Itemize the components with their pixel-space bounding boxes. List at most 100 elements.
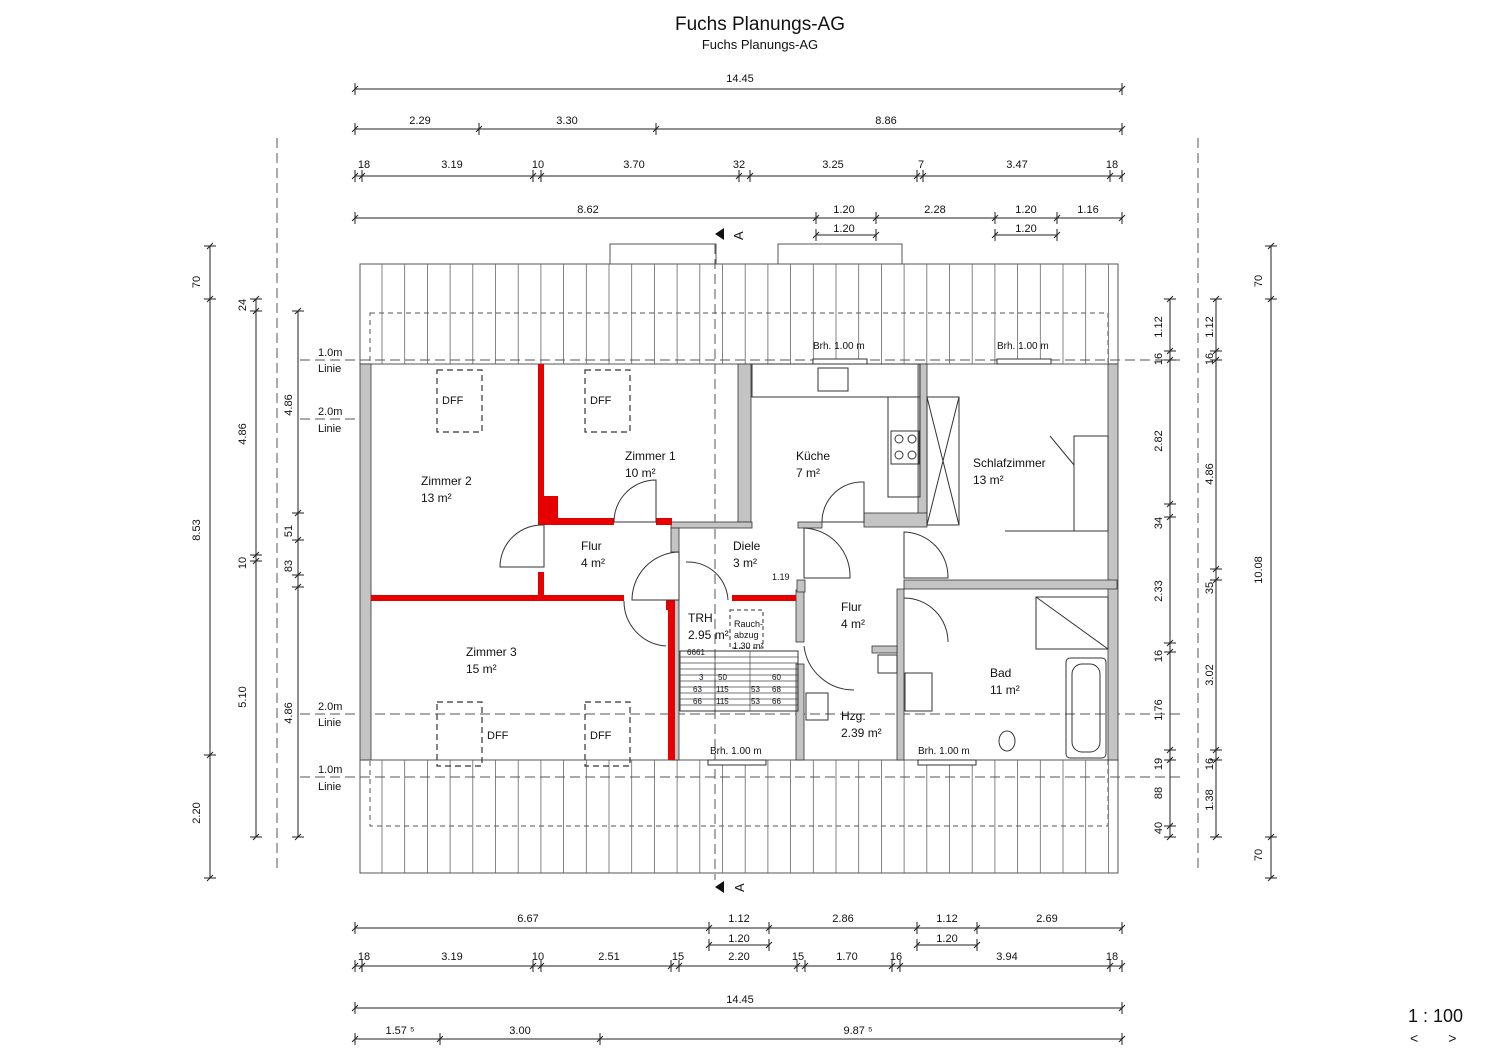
height-line-label: Linie: [318, 781, 341, 793]
room-name: Flur: [841, 600, 862, 614]
dimension-label: 8.53: [191, 519, 203, 540]
dimension-label: 14.45: [726, 994, 754, 1006]
dimension-label: 1.20: [833, 223, 854, 235]
svg-text:1.30 m²: 1.30 m²: [733, 641, 764, 651]
room-name: Küche: [796, 449, 830, 463]
stair-steps: [680, 651, 798, 711]
dimension-label: 2.20: [191, 802, 203, 823]
svg-text:Rauch-: Rauch-: [734, 619, 763, 629]
room-name: TRH: [688, 611, 713, 625]
dimension-label: 4.86: [283, 394, 295, 415]
room-name: Diele: [733, 539, 761, 553]
stair-number: 53: [751, 697, 760, 706]
door-icon: [685, 561, 729, 601]
dimension-label: 2.28: [924, 204, 945, 216]
next-button[interactable]: >: [1448, 1030, 1487, 1046]
stair-number: 66: [693, 697, 702, 706]
stair-number: 115: [716, 685, 729, 694]
sill-height-label: Brh. 1.00 m: [997, 341, 1049, 352]
dimension-label: 2.69: [1036, 913, 1057, 925]
height-line-label: Linie: [318, 363, 341, 375]
dimension-label: 70: [191, 276, 203, 288]
door-icon: [821, 481, 865, 523]
dimension-label: 8.86: [875, 115, 896, 127]
bed-icon: [1073, 435, 1109, 532]
stair-number: 68: [772, 685, 781, 694]
page-nav[interactable]: <>: [1410, 1030, 1486, 1046]
dimension-label: 14.45: [726, 73, 754, 85]
dimension-label: 1.76: [1153, 699, 1165, 720]
bathtub-icon: [1065, 657, 1107, 759]
room-area: 7 m²: [796, 466, 820, 480]
fixtures: [679, 363, 1109, 759]
dimension-label: 1.38: [1204, 789, 1216, 810]
stair-number: 115: [716, 697, 729, 706]
roof-tile-lines: [381, 264, 1109, 873]
height-lines: [276, 138, 1199, 880]
dimension-label: 1.20: [728, 933, 749, 945]
height-line-label: 1.0m: [318, 347, 342, 359]
dimension-label: 10: [532, 159, 544, 171]
dimension-label: 3.25: [822, 159, 843, 171]
dimension-label: 18: [358, 951, 370, 963]
plan-title: Fuchs Planungs-AG: [674, 14, 846, 35]
dimension-label: 6.67: [517, 913, 538, 925]
wall-right: [1107, 363, 1119, 761]
prev-button[interactable]: <: [1410, 1030, 1449, 1046]
door-icon: [613, 479, 657, 523]
room-name: Zimmer 3: [466, 645, 517, 659]
dimension-label: 8.62: [577, 204, 598, 216]
height-line-label: 2.0m: [318, 406, 342, 418]
kitchen-counter: [751, 363, 921, 398]
roof-window-label: DFF: [590, 730, 612, 742]
dimension-label: 2.33: [1153, 580, 1165, 601]
dimension-label: 3.19: [441, 951, 462, 963]
room-name: Zimmer 2: [421, 474, 472, 488]
stair-number: 60: [772, 673, 781, 682]
dimension-label: 3.70: [623, 159, 644, 171]
dimension-label: 3.30: [556, 115, 577, 127]
height-line-label: Linie: [318, 717, 341, 729]
dimension-label: 1.57 ⁵: [385, 1025, 414, 1037]
dimension-label: 1.20: [936, 933, 957, 945]
dimension-label: 83: [283, 560, 295, 572]
dimension-label: 18: [1106, 159, 1118, 171]
door-icon: [631, 551, 680, 601]
wall-left: [359, 363, 372, 761]
room-area: 10 m²: [625, 466, 656, 480]
sill-height-label: Brh. 1.00 m: [710, 746, 762, 757]
stair-number: 66: [772, 697, 781, 706]
dimension-label: 40: [1153, 822, 1165, 834]
dimension-label: 2.20: [728, 951, 749, 963]
door-icon: [903, 531, 949, 579]
svg-text:abzug: abzug: [734, 630, 759, 640]
dimension-label: 16: [1153, 650, 1165, 662]
washbasin-icon: [904, 672, 933, 712]
wardrobe: [926, 396, 960, 526]
dimension-label: 70: [1253, 275, 1265, 287]
stair-number: 3: [699, 673, 704, 682]
room-area: 3 m²: [733, 556, 757, 570]
dimension-label: 10: [532, 951, 544, 963]
stair-number: 63: [693, 685, 702, 694]
section-arrow-icon: [715, 881, 724, 893]
room-area: 15 m²: [466, 662, 497, 676]
dormer-windows: [707, 358, 1052, 766]
new-walls: [371, 364, 796, 760]
stove-icon: [890, 430, 920, 465]
plan-subtitle: Fuchs Planungs-AG: [701, 37, 819, 52]
dimension-label: 10: [237, 557, 249, 569]
svg-text:1.19: 1.19: [772, 572, 790, 582]
room-area: 2.39 m²: [841, 726, 882, 740]
dimension-label: 2.86: [832, 913, 853, 925]
stair-number: 61: [696, 648, 705, 657]
dimension-label: 18: [358, 159, 370, 171]
boiler-icon: [805, 692, 829, 721]
dimension-label: 15: [672, 951, 684, 963]
dimension-label: 2.82: [1153, 430, 1165, 451]
door-icon: [499, 524, 545, 568]
dimension-label: 18: [1106, 951, 1118, 963]
room-area: 4 m²: [841, 617, 865, 631]
